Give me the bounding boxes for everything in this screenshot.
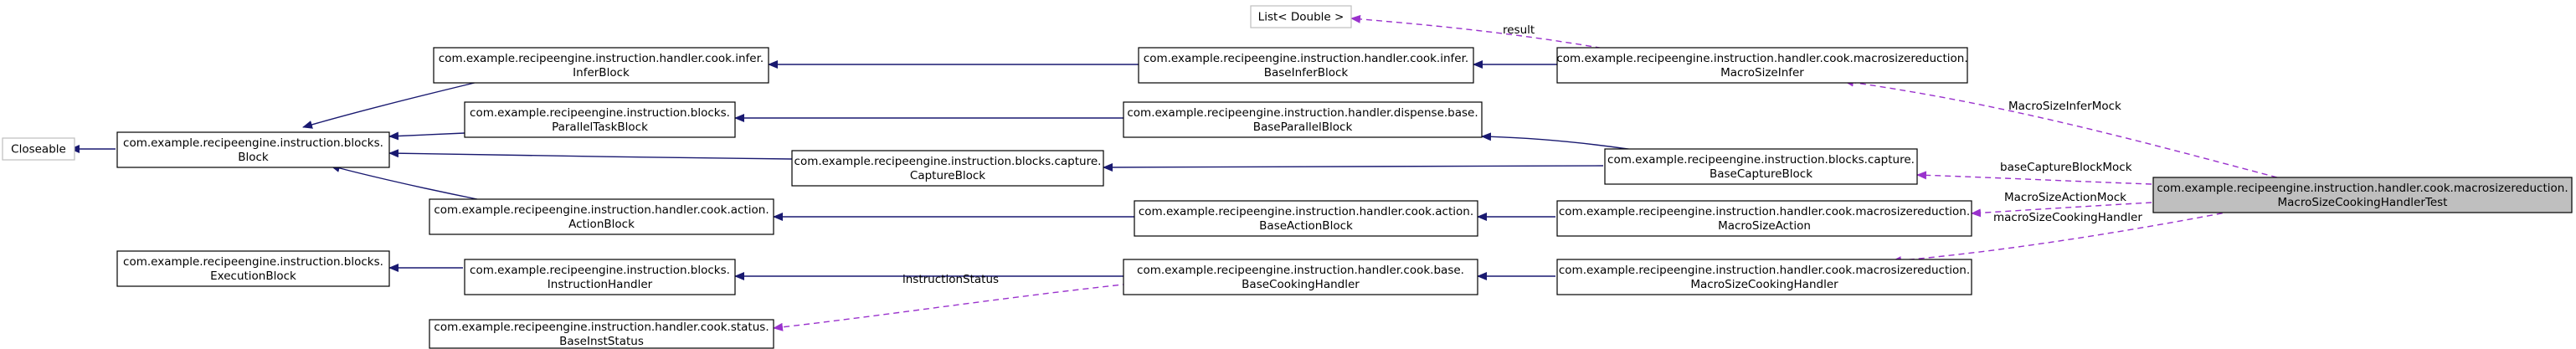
- node-label-line: com.example.recipeengine.instruction.blo…: [470, 106, 730, 120]
- node-label-line: BaseCaptureBlock: [1710, 167, 1812, 181]
- node-box: [1138, 47, 1474, 84]
- node-label-line: ParallelTaskBlock: [552, 121, 648, 134]
- node-macro-size-cooking-handler[interactable]: com.example.recipeengine.instruction.han…: [1556, 259, 1972, 295]
- node-box: [429, 198, 774, 235]
- node-label-line: com.example.recipeengine.instruction.han…: [434, 203, 769, 217]
- node-box: [429, 319, 774, 349]
- node-label-line: CaptureBlock: [910, 169, 985, 182]
- edge-base-cooking-handler-instruction-status: [773, 282, 1139, 331]
- node-list-double[interactable]: List< Double >: [1250, 5, 1352, 28]
- edge-label-macro-size-infer-mock: MacroSizeInferMock: [2008, 100, 2121, 113]
- edge-infer-block-to-block: [302, 80, 482, 129]
- node-box: [1123, 259, 1478, 295]
- node-box: [1123, 101, 1483, 138]
- edge-action-block-to-block: [330, 164, 478, 200]
- edge-test-to-macro-size-infer: [1843, 78, 2278, 178]
- node-box: [116, 250, 390, 287]
- edge-base-capture-block-to-capture-block: [1103, 162, 1604, 172]
- class-nodes: Closeable com.example.recipeengine.instru…: [2, 5, 2573, 349]
- node-label-line: Block: [238, 151, 269, 164]
- node-base-capture-block[interactable]: com.example.recipeengine.instruction.blo…: [1604, 148, 1918, 185]
- node-box: [2, 137, 75, 161]
- node-label-line: com.example.recipeengine.instruction.han…: [1559, 205, 1970, 218]
- node-box: [1556, 200, 1972, 237]
- node-label-line: com.example.recipeengine.instruction.han…: [1137, 264, 1464, 277]
- edge-label-instruction-status: instructionStatus: [902, 273, 999, 286]
- node-label-line: ExecutionBlock: [210, 269, 296, 283]
- node-label-line: List< Double >: [1258, 11, 1345, 24]
- node-label-line: com.example.recipeengine.instruction.han…: [1559, 264, 1970, 277]
- node-capture-block[interactable]: com.example.recipeengine.instruction.blo…: [791, 150, 1104, 187]
- node-box: [464, 259, 736, 295]
- edge-capture-block-to-block: [388, 149, 793, 160]
- node-label-line: Closeable: [11, 143, 66, 157]
- node-base-action-block[interactable]: com.example.recipeengine.instruction.han…: [1134, 200, 1478, 237]
- node-closeable[interactable]: Closeable: [2, 137, 75, 161]
- node-label-line: com.example.recipeengine.instruction.han…: [2157, 182, 2568, 195]
- node-box: [2152, 177, 2573, 213]
- node-label-line: MacroSizeAction: [1718, 219, 1811, 233]
- edge-labels: result MacroSizeInferMock baseCaptureBlo…: [902, 23, 2142, 286]
- node-label-line: com.example.recipeengine.instruction.han…: [439, 52, 764, 65]
- node-label-line: com.example.recipeengine.instruction.blo…: [1607, 153, 1915, 167]
- edge-test-to-macro-size-action: [1971, 202, 2152, 218]
- node-label-line: com.example.recipeengine.instruction.han…: [1127, 106, 1478, 120]
- node-box: [464, 101, 736, 138]
- node-label-line: com.example.recipeengine.instruction.han…: [1144, 52, 1468, 65]
- node-label-line: ActionBlock: [568, 218, 635, 231]
- node-box: [433, 47, 769, 84]
- edge-test-to-base-capture-block: [1916, 171, 2152, 185]
- node-instruction-handler[interactable]: com.example.recipeengine.instruction.blo…: [464, 259, 736, 295]
- node-box: [1604, 148, 1918, 185]
- node-label-line: com.example.recipeengine.instruction.blo…: [794, 155, 1102, 168]
- node-box: [1134, 200, 1478, 237]
- node-base-infer-block[interactable]: com.example.recipeengine.instruction.han…: [1138, 47, 1474, 84]
- node-macro-size-infer[interactable]: com.example.recipeengine.instruction.han…: [1556, 47, 1968, 84]
- node-base-cooking-handler[interactable]: com.example.recipeengine.instruction.han…: [1123, 259, 1478, 295]
- node-block[interactable]: com.example.recipeengine.instruction.blo…: [116, 131, 390, 168]
- edge-label-base-capture-block-mock: baseCaptureBlockMock: [2000, 161, 2132, 174]
- node-infer-block[interactable]: com.example.recipeengine.instruction.han…: [433, 47, 769, 84]
- node-label-line: com.example.recipeengine.instruction.han…: [1556, 52, 1967, 65]
- node-box: [1250, 5, 1352, 28]
- node-label-line: com.example.recipeengine.instruction.blo…: [123, 255, 383, 269]
- node-label-line: BaseParallelBlock: [1253, 121, 1353, 134]
- node-label-line: InstructionHandler: [548, 278, 653, 291]
- node-parallel-task-block[interactable]: com.example.recipeengine.instruction.blo…: [464, 101, 736, 138]
- node-label-line: com.example.recipeengine.instruction.han…: [434, 321, 769, 334]
- node-execution-block[interactable]: com.example.recipeengine.instruction.blo…: [116, 250, 390, 287]
- node-label-line: BaseActionBlock: [1259, 219, 1353, 233]
- node-label-line: InferBlock: [573, 66, 630, 80]
- node-action-block[interactable]: com.example.recipeengine.instruction.han…: [429, 198, 774, 235]
- node-label-line: BaseInferBlock: [1264, 66, 1349, 80]
- node-label-line: com.example.recipeengine.instruction.blo…: [123, 136, 383, 150]
- node-base-parallel-block[interactable]: com.example.recipeengine.instruction.han…: [1123, 101, 1483, 138]
- node-box: [1556, 47, 1968, 84]
- node-label-line: BaseCookingHandler: [1242, 278, 1360, 291]
- node-base-inst-status[interactable]: com.example.recipeengine.instruction.han…: [429, 319, 774, 349]
- node-label-line: com.example.recipeengine.instruction.blo…: [470, 264, 730, 277]
- node-label-line: MacroSizeCookingHandlerTest: [2278, 196, 2448, 209]
- edge-test-to-macro-size-cooking-handler: [1891, 207, 2253, 265]
- edge-label-result: result: [1503, 23, 1535, 37]
- edge-label-macro-size-action-mock: MacroSizeActionMock: [2004, 191, 2126, 204]
- node-box: [791, 150, 1104, 187]
- node-label-line: MacroSizeInfer: [1720, 66, 1804, 80]
- node-box: [116, 131, 390, 168]
- node-macro-size-action[interactable]: com.example.recipeengine.instruction.han…: [1556, 200, 1972, 237]
- edge-parallel-task-block-to-block: [388, 131, 465, 141]
- node-box: [1556, 259, 1972, 295]
- edge-label-macro-size-cooking-handler: macroSizeCookingHandler: [1993, 211, 2142, 224]
- node-label-line: MacroSizeCookingHandler: [1690, 278, 1838, 291]
- node-label-line: com.example.recipeengine.instruction.han…: [1139, 205, 1473, 218]
- node-macro-size-cooking-handler-test[interactable]: com.example.recipeengine.instruction.han…: [2152, 177, 2573, 213]
- node-label-line: BaseInstStatus: [559, 335, 644, 348]
